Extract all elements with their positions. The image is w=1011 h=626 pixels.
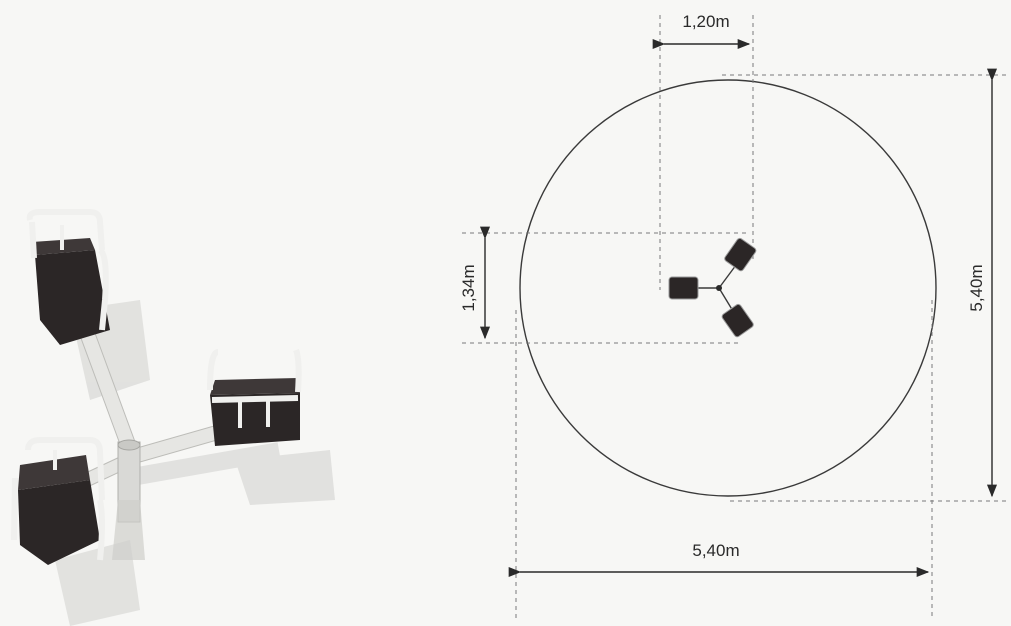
dimension-top-width: 1,20m	[652, 12, 751, 50]
dimension-right-height-label: 5,40m	[967, 264, 986, 311]
plan-view: 1,20m 1,34m 5,40m 5,40m	[459, 12, 1008, 618]
plan-seat-bottom	[721, 303, 754, 338]
plan-seat-top	[724, 237, 757, 272]
safety-zone-circle	[519, 79, 937, 497]
dimension-right-height: 5,40m	[967, 68, 998, 498]
dimension-bottom-width-label: 5,40m	[692, 541, 739, 560]
product-illustration	[11, 209, 335, 626]
seat-top-left	[26, 209, 110, 345]
dimension-left-height-label: 1,34m	[459, 264, 478, 311]
dimension-bottom-width: 5,40m	[508, 541, 930, 578]
central-pole	[112, 439, 145, 560]
dimension-left-height: 1,34m	[459, 226, 491, 340]
dimension-top-width-label: 1,20m	[682, 12, 729, 31]
seat-bottom-left	[11, 437, 105, 565]
shadow-group	[55, 300, 335, 626]
seat-right	[207, 348, 302, 446]
plan-spinner	[668, 237, 757, 338]
plan-seat-left	[668, 276, 699, 300]
dashed-guides	[462, 15, 1008, 618]
